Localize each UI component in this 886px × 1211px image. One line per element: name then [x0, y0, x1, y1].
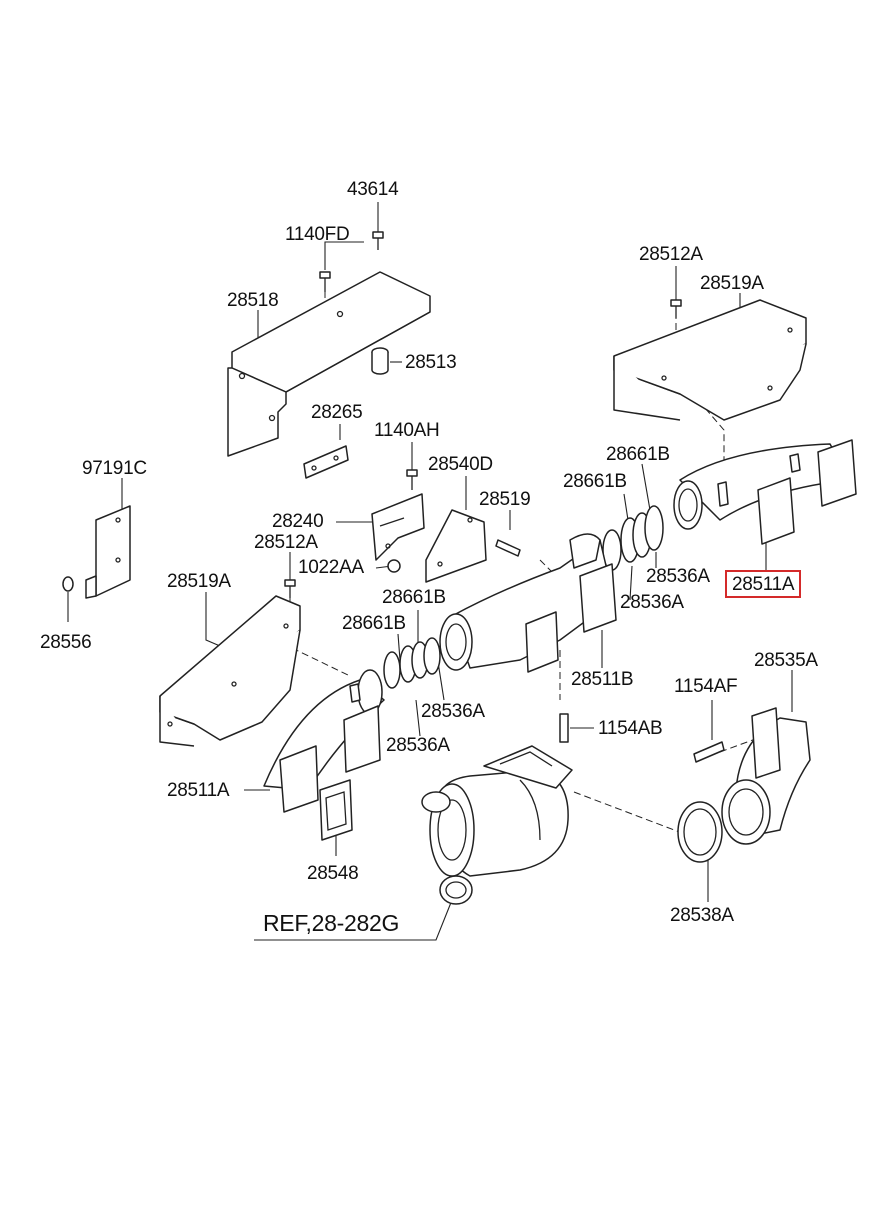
manifold-28511b [439, 533, 617, 673]
label-28513[interactable]: 28513 [405, 352, 457, 373]
label-28511a-left[interactable]: 28511A [167, 780, 230, 801]
label-28512a-mid[interactable]: 28512A [254, 532, 318, 553]
label-1022aa[interactable]: 1022AA [298, 557, 364, 578]
bolt-1140ah [406, 469, 418, 490]
bracket-28540d [425, 509, 487, 583]
label-1154ab[interactable]: 1154AB [598, 718, 663, 739]
label-28511b[interactable]: 28511B [571, 669, 634, 690]
label-28661b-mid-2[interactable]: 28661B [342, 613, 406, 634]
nut-1022aa [387, 559, 401, 573]
label-28556[interactable]: 28556 [40, 632, 92, 653]
label-1140ah[interactable]: 1140AH [374, 420, 440, 441]
gasket-set-mid [383, 637, 441, 689]
bolt-1140fd [319, 271, 331, 292]
spacer-28513 [371, 347, 389, 375]
label-28518[interactable]: 28518 [227, 290, 279, 311]
label-28536a-right-1[interactable]: 28536A [646, 566, 710, 587]
label-28540d[interactable]: 28540D [428, 454, 493, 475]
label-43614[interactable]: 43614 [347, 179, 399, 200]
bracket-28240 [371, 493, 425, 561]
elbow-28535a [721, 707, 811, 845]
label-28511a-highlighted[interactable]: 28511A [725, 570, 802, 598]
label-reference[interactable]: REF,28-282G [263, 910, 400, 936]
ring-28538a [677, 801, 723, 863]
bolt-28512a-mid [284, 579, 296, 598]
turbocharger [421, 745, 573, 905]
gasket-28548 [319, 779, 353, 841]
label-28519a-top[interactable]: 28519A [700, 273, 764, 294]
stud-1154af [693, 741, 725, 763]
gasket-set-right [602, 505, 664, 571]
label-28240[interactable]: 28240 [272, 511, 324, 532]
bolt-43614 [372, 231, 384, 250]
label-1154af[interactable]: 1154AF [674, 676, 738, 697]
washer-28556 [62, 576, 74, 592]
label-28661b-top-1[interactable]: 28661B [606, 444, 670, 465]
label-28519[interactable]: 28519 [479, 489, 531, 510]
shield-28519a-right [613, 299, 807, 421]
label-28512a-top[interactable]: 28512A [639, 244, 703, 265]
label-28535a[interactable]: 28535A [754, 650, 818, 671]
bracket-28518 [227, 271, 431, 457]
label-28661b-mid-1[interactable]: 28661B [382, 587, 446, 608]
plate-97191c [85, 505, 131, 599]
plate-28265 [303, 445, 349, 479]
stud-28519 [495, 539, 521, 557]
label-28548[interactable]: 28548 [307, 863, 359, 884]
bolt-28512a-top [670, 299, 682, 318]
label-28536a-mid-2[interactable]: 28536A [386, 735, 450, 756]
label-97191c[interactable]: 97191C [82, 458, 147, 479]
stud-1154ab [559, 713, 569, 743]
label-28519a-left[interactable]: 28519A [167, 571, 231, 592]
label-28536a-mid-1[interactable]: 28536A [421, 701, 485, 722]
label-28536a-right-2[interactable]: 28536A [620, 592, 684, 613]
manifold-28511a-right [673, 439, 857, 545]
manifold-28511a-left [263, 669, 385, 813]
label-28265[interactable]: 28265 [311, 402, 363, 423]
label-1140fd[interactable]: 1140FD [285, 224, 350, 245]
label-28538a[interactable]: 28538A [670, 905, 734, 926]
label-28661b-top-2[interactable]: 28661B [563, 471, 627, 492]
shield-28519a-left [159, 595, 301, 747]
